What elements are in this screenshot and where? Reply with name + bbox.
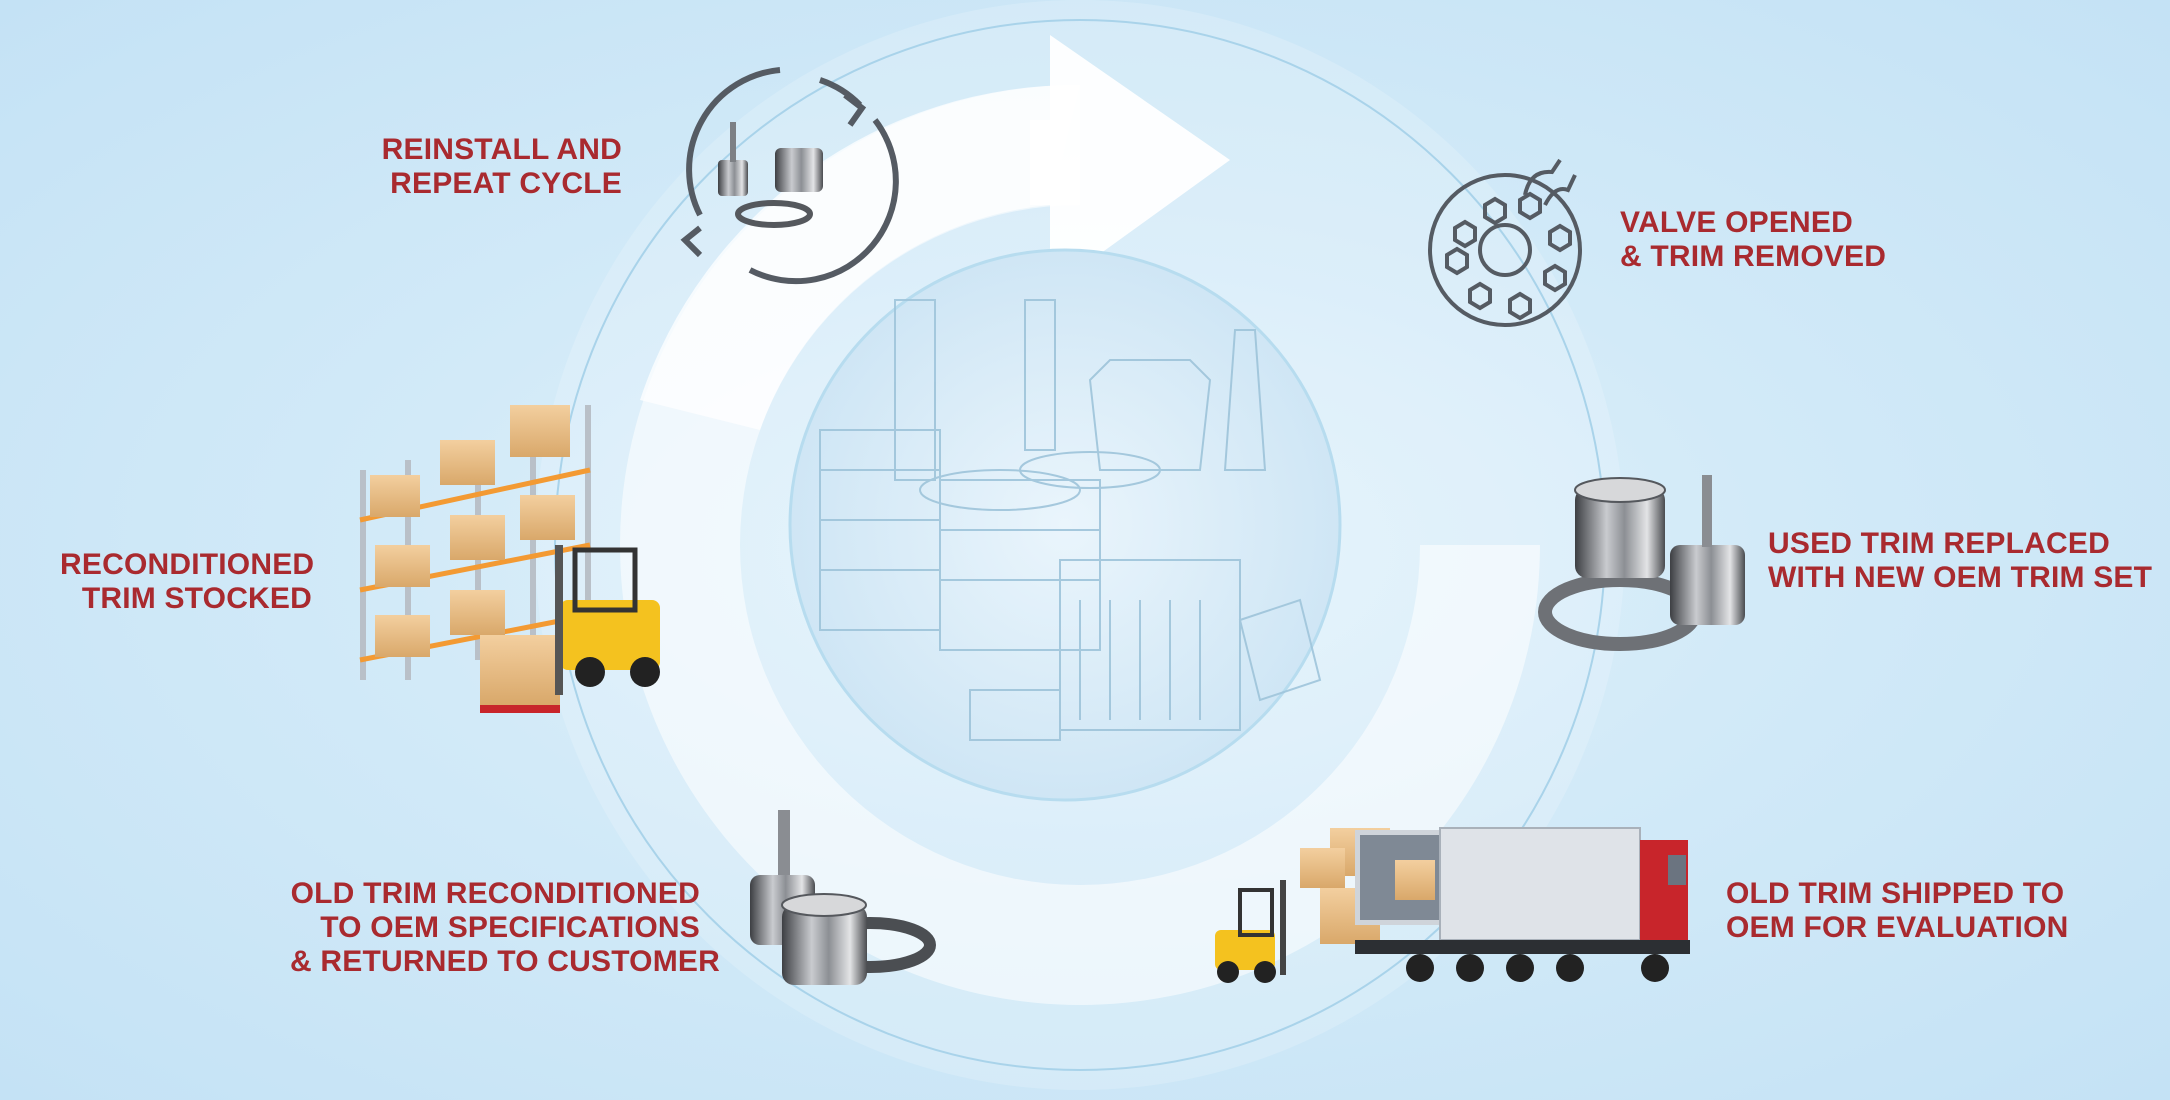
step-label-line: TO OEM SPECIFICATIONS: [320, 911, 700, 944]
step-label-line: TRIM STOCKED: [81, 582, 312, 615]
step-label-used-trim-replaced: USED TRIM REPLACED WITH NEW OEM TRIM SET: [1768, 527, 2152, 595]
power-plant-illustration: [788, 248, 1342, 802]
step-label-line: REPEAT CYCLE: [390, 167, 622, 200]
warehouse-forklift-icon: [359, 405, 660, 713]
step-label-valve-opened: VALVE OPENED & TRIM REMOVED: [1620, 206, 1886, 274]
step-label-line: OEM FOR EVALUATION: [1726, 911, 2069, 944]
step-label-reconditioned-stocked: RECONDITIONED TRIM STOCKED: [60, 548, 315, 616]
step-label-line: OLD TRIM SHIPPED TO: [1726, 877, 2065, 910]
step-label-line: REINSTALL AND: [381, 133, 622, 166]
step-label-line: & TRIM REMOVED: [1620, 240, 1887, 273]
step-label-old-trim-shipped: OLD TRIM SHIPPED TO OEM FOR EVALUATION: [1726, 877, 2068, 945]
step-label-line: USED TRIM REPLACED: [1768, 527, 2110, 560]
step-label-reinstall: REINSTALL AND REPEAT CYCLE: [380, 133, 622, 201]
step-label-old-trim-reconditioned: OLD TRIM RECONDITIONED TO OEM SPECIFICAT…: [290, 877, 720, 979]
truck-icon: [1215, 827, 1690, 983]
step-label-line: WITH NEW OEM TRIM SET: [1768, 561, 2153, 594]
step-label-line: & RETURNED TO CUSTOMER: [290, 945, 720, 978]
step-label-line: VALVE OPENED: [1620, 206, 1853, 239]
cycle-arrows-icon: [680, 67, 899, 285]
trim-set-icon: [1538, 475, 1745, 651]
step-label-line: OLD TRIM RECONDITIONED: [290, 877, 700, 910]
step-label-line: RECONDITIONED: [60, 548, 315, 581]
reconditioned-trim-icon: [750, 810, 936, 985]
valve-flange-icon: [1428, 158, 1582, 327]
